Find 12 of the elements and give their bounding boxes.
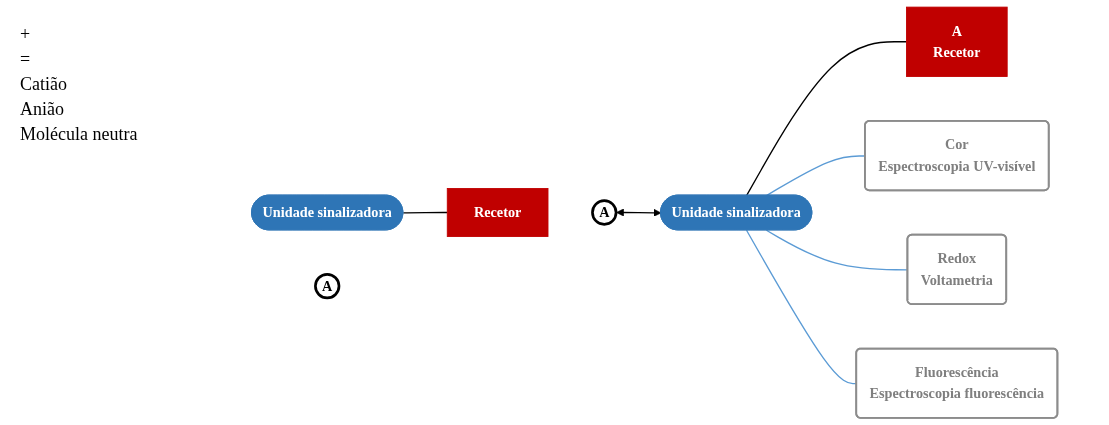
connector [745,41,908,197]
node-box: Recetor [446,188,549,237]
note-text: Catião [20,74,68,95]
connector [402,211,448,214]
note-text: + [20,24,32,45]
note-text: = [20,49,32,70]
note-text: Molécula neutra [20,124,139,145]
node-box: A Recetor [906,6,1008,77]
node-circle: A [314,272,341,300]
node-circle: A [591,199,618,226]
note-text: Anião [20,99,65,120]
arrow [616,208,662,217]
